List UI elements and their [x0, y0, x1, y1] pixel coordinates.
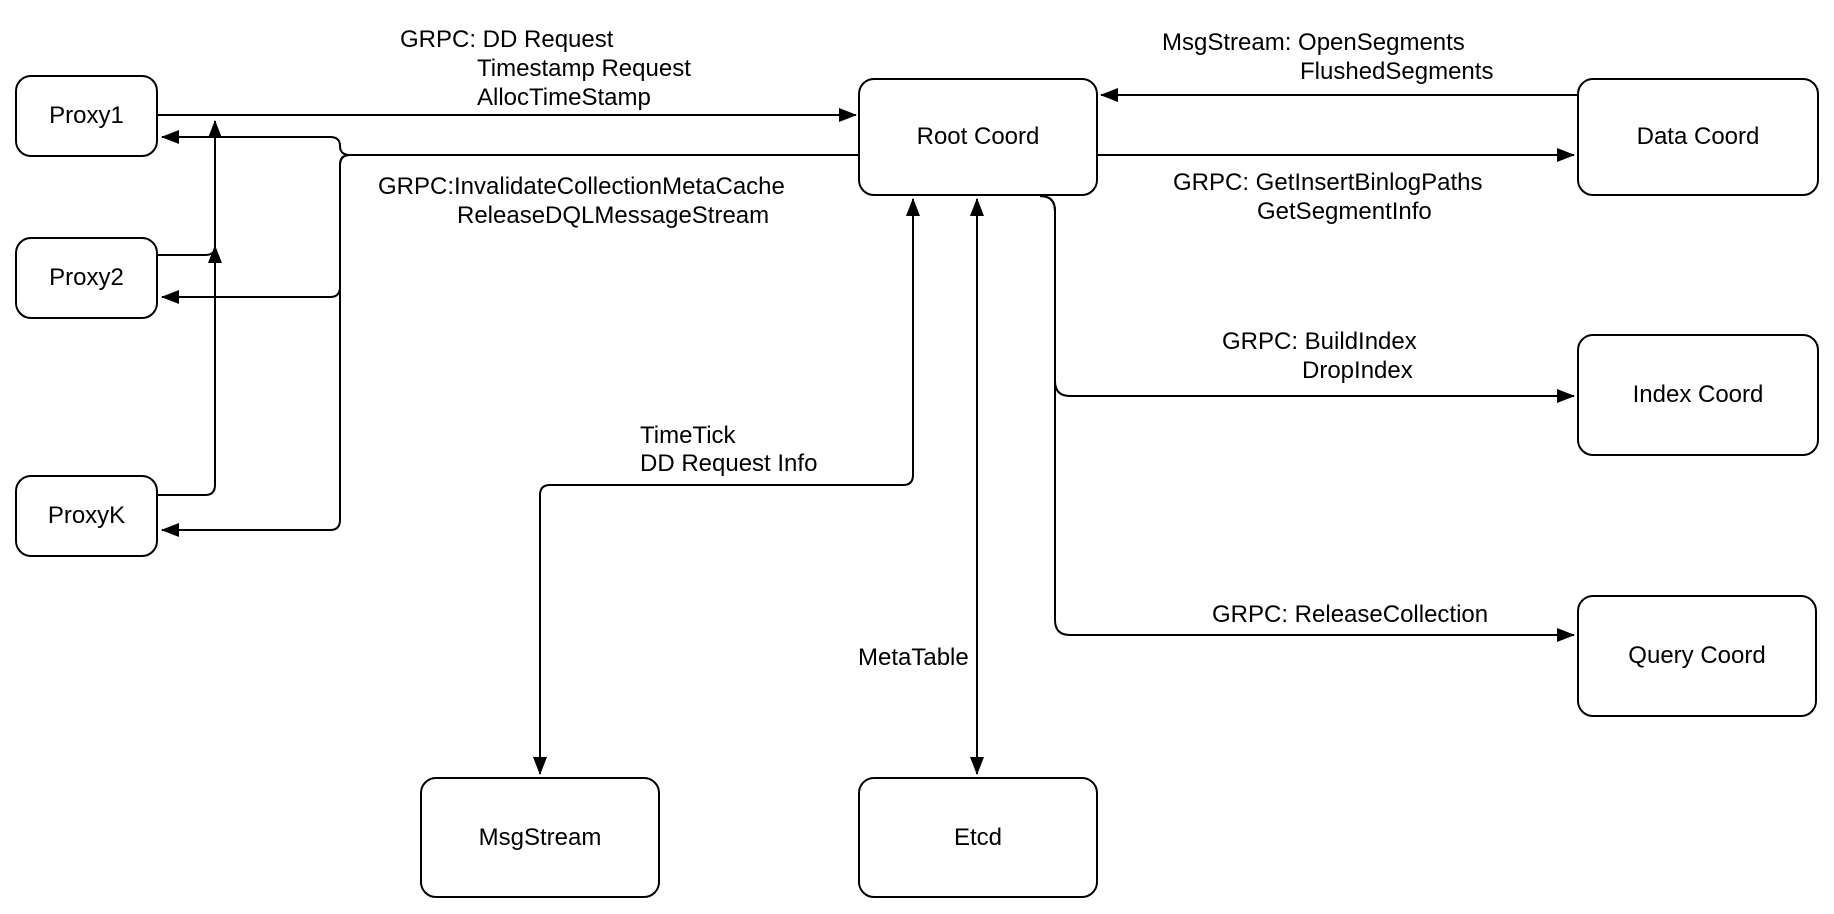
node-data-coord-label: Data Coord	[1636, 123, 1760, 150]
label-timestamp-request: Timestamp Request	[477, 55, 691, 82]
label-getsegmentinfo: GetSegmentInfo	[1257, 198, 1432, 225]
node-proxy1-label: Proxy1	[49, 102, 124, 129]
node-proxyk: ProxyK	[15, 475, 158, 557]
edge-rootcoord-to-querycoord	[1039, 195, 1575, 642]
label-release-dql-messagestream: ReleaseDQLMessageStream	[457, 202, 770, 229]
edge-proxyk-merge-line	[158, 120, 222, 496]
label-getinsertbinlogpaths: GRPC: GetInsertBinlogPaths	[1173, 169, 1483, 196]
node-root-coord: Root Coord	[858, 78, 1098, 196]
node-index-coord-label: Index Coord	[1632, 381, 1764, 408]
node-proxyk-label: ProxyK	[47, 502, 126, 529]
node-proxy2: Proxy2	[15, 237, 158, 319]
label-flushedsegments: FlushedSegments	[1300, 58, 1494, 85]
label-alloctimestamp: AllocTimeStamp	[477, 84, 651, 111]
edge-rootcoord-to-proxy1	[161, 130, 858, 156]
node-data-coord: Data Coord	[1577, 78, 1819, 196]
label-dropindex: DropIndex	[1302, 357, 1413, 384]
edge-rootcoord-to-proxyk	[161, 154, 858, 537]
label-msgstream-opensegments: MsgStream: OpenSegments	[1162, 29, 1465, 56]
label-metatable: MetaTable	[858, 644, 969, 671]
node-index-coord: Index Coord	[1577, 334, 1819, 456]
node-query-coord-label: Query Coord	[1628, 642, 1766, 669]
label-timetick: TimeTick	[640, 422, 736, 449]
node-proxy1: Proxy1	[15, 75, 158, 157]
label-grpc-releasecollection: GRPC: ReleaseCollection	[1212, 601, 1489, 628]
node-root-coord-label: Root Coord	[916, 123, 1040, 150]
label-grpc-buildindex: GRPC: BuildIndex	[1222, 328, 1417, 355]
edge-proxy2-merge-line	[158, 245, 222, 263]
edge-rootcoord-msgstream	[533, 198, 920, 775]
node-query-coord: Query Coord	[1577, 595, 1817, 717]
label-invalidate-collection-metacache: GRPC:InvalidateCollectionMetaCache	[378, 173, 785, 200]
label-dd-request-info: DD Request Info	[640, 450, 818, 477]
label-grpc-dd-request: GRPC: DD Request	[400, 26, 614, 53]
node-etcd-label: Etcd	[953, 823, 1003, 851]
node-msgstream-label: MsgStream	[478, 823, 602, 851]
node-proxy2-label: Proxy2	[49, 264, 124, 291]
node-msgstream: MsgStream	[420, 777, 660, 898]
node-etcd: Etcd	[858, 777, 1098, 898]
